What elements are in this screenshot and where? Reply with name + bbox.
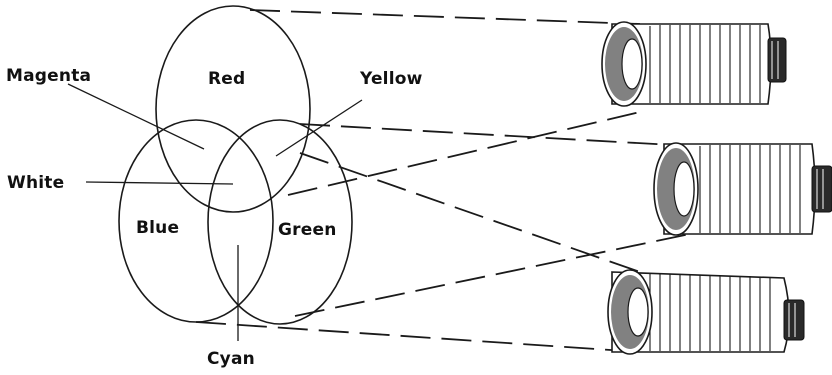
beam-red-bottom [288,112,640,195]
label-green: Green [278,220,337,240]
label-cyan: Cyan [207,349,255,369]
projector-red-icon [602,22,786,106]
beam-green-top [300,124,690,146]
label-white: White [7,173,64,193]
projectors [602,22,832,354]
beam-blue-bottom [196,322,640,352]
leader-white [86,182,233,184]
label-magenta: Magenta [6,66,91,86]
projector-green-icon [654,143,832,235]
leader-magenta [68,84,204,149]
projector-blue-icon [608,270,804,354]
venn-circles [119,6,352,324]
label-red: Red [208,69,245,89]
beam-red-top [250,10,640,24]
label-blue: Blue [136,218,179,238]
leader-yellow [276,100,362,156]
circle-red [156,6,310,212]
label-yellow: Yellow [359,69,423,89]
